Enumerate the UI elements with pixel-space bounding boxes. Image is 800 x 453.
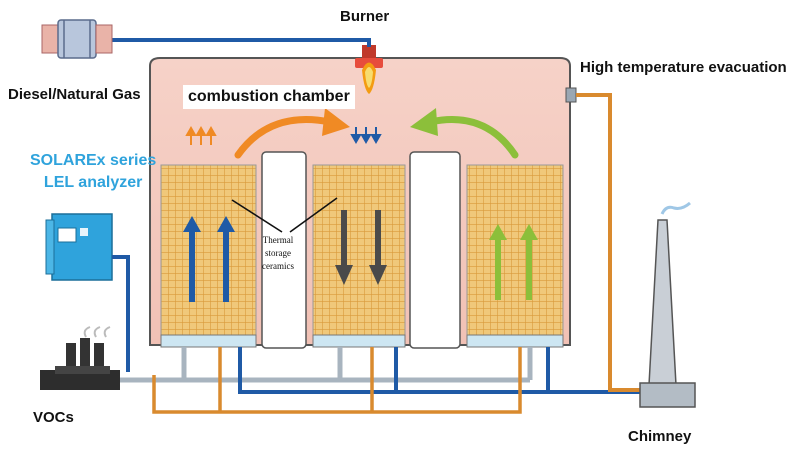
voc-inlet-pipe	[120, 347, 533, 383]
flow-arrows-up-blue	[183, 216, 235, 302]
flow-arrows-up-green	[489, 224, 538, 300]
small-arrows-orange	[185, 125, 217, 145]
chimney-icon	[639, 201, 696, 408]
ceramic-bed-left	[160, 164, 257, 348]
analyzer-label: SOLAREx series LEL analyzer	[30, 150, 156, 194]
ceramics-label-line3: ceramics	[262, 261, 294, 271]
fuel-label: Diesel/Natural Gas	[8, 86, 141, 103]
curved-arrow-green	[410, 108, 519, 159]
chamber-label: combustion chamber	[183, 85, 355, 109]
fuel-tank-icon	[41, 19, 113, 59]
lel-analyzer-icon	[45, 213, 113, 281]
fuel-line	[110, 38, 371, 47]
ceramics-callout	[231, 197, 338, 233]
ceramic-bed-right	[466, 164, 564, 348]
chimney-label: Chimney	[628, 428, 692, 445]
analyzer-label-line1: SOLAREx series	[30, 152, 157, 169]
ceramic-bed-middle	[312, 164, 406, 348]
curved-arrow-orange	[234, 108, 350, 159]
vocs-source-icon	[40, 326, 120, 390]
analyzer-label-line2: LEL analyzer	[43, 174, 143, 191]
clean-gas-pipe	[238, 347, 640, 394]
burner-flame-icon	[355, 45, 383, 94]
ceramics-label-line2: storage	[264, 248, 291, 258]
ceramics-label-line1: Thermal	[262, 235, 294, 245]
purge-pipe	[152, 347, 522, 414]
burner-label: Burner	[340, 8, 390, 25]
ceramics-label: Thermal storage ceramics	[262, 234, 294, 273]
high-temp-evacuation-line	[565, 87, 640, 392]
small-arrows-blue	[350, 127, 382, 145]
evacuation-label: High temperature evacuation	[580, 59, 787, 76]
analyzer-line	[112, 255, 130, 372]
vocs-label: VOCs	[33, 409, 74, 426]
flow-arrows-down-gray	[335, 210, 387, 285]
